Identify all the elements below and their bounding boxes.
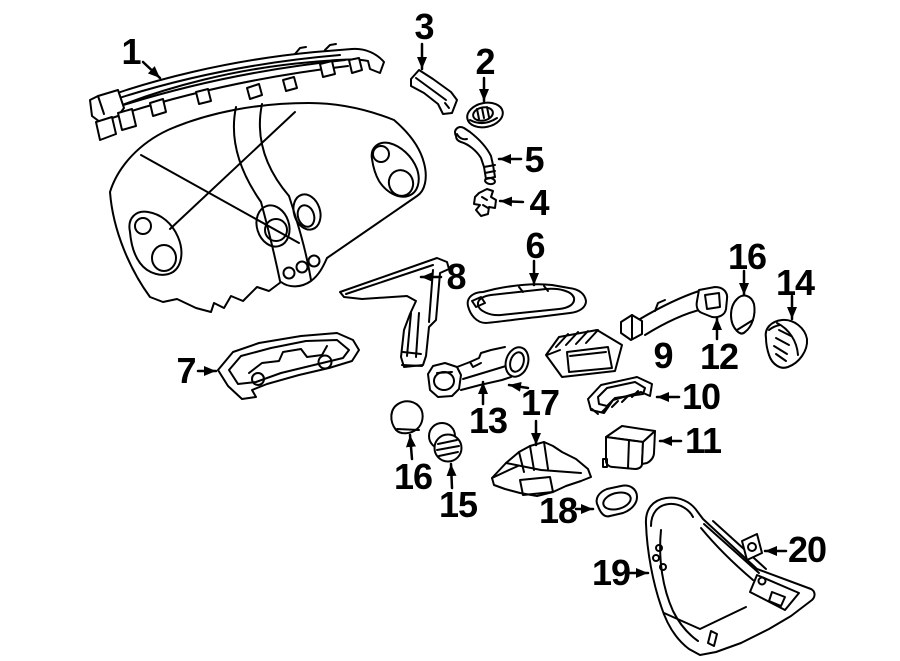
part-19-floor-duct [644, 496, 816, 656]
callout-16-left[interactable]: 16 [393, 456, 433, 497]
part-13-duct-tube [427, 346, 530, 398]
part-5-drain-hose [454, 126, 496, 186]
callout-4[interactable]: 4 [529, 182, 549, 223]
callout-11[interactable]: 11 [684, 420, 722, 461]
part-11-duct-box [602, 425, 656, 470]
callout-arrows [141, 42, 797, 578]
callout-13[interactable]: 13 [468, 400, 508, 441]
part-16-left-cover [390, 400, 424, 435]
callout-6[interactable]: 6 [525, 225, 545, 266]
arrow-to-part-16-left [406, 433, 416, 461]
part-2-grommet [466, 101, 504, 129]
callout-16-right[interactable]: 16 [727, 236, 767, 277]
callout-9[interactable]: 9 [653, 335, 673, 376]
callout-17[interactable]: 17 [520, 382, 560, 423]
callout-3[interactable]: 3 [414, 6, 434, 47]
part-16-right-cover [730, 294, 756, 335]
part-18-pad [595, 484, 638, 518]
arrow-to-part-17-upper [507, 381, 530, 392]
callout-5[interactable]: 5 [524, 139, 544, 180]
part-1-cowl-rail [89, 43, 385, 141]
part-15-round-vent [428, 422, 463, 463]
instrument-panel [109, 102, 427, 313]
part-9-air-duct [620, 286, 729, 341]
arrow-to-part-1 [141, 60, 162, 80]
part-10-vent-tray [587, 376, 653, 415]
part-3-bracket [410, 69, 458, 115]
part-17-distribution-duct [491, 441, 592, 497]
callout-7[interactable]: 7 [176, 350, 196, 391]
callout-20[interactable]: 20 [787, 529, 827, 570]
part-6-defroster-grille [466, 283, 587, 324]
callout-1[interactable]: 1 [121, 31, 141, 72]
callout-10[interactable]: 10 [681, 376, 721, 417]
part-20-bracket-plate [741, 533, 763, 561]
part-8-brace [339, 257, 450, 368]
part-4-clip [473, 188, 497, 217]
callout-2[interactable]: 2 [475, 41, 495, 82]
part-9-vent-grille [545, 329, 623, 378]
arrow-to-part-4 [498, 196, 525, 207]
arrow-to-part-15 [446, 462, 457, 490]
callout-8[interactable]: 8 [446, 256, 466, 297]
part-7-trim-plate [217, 332, 360, 400]
part-14-vent-outlet [764, 318, 809, 369]
callout-15[interactable]: 15 [438, 484, 478, 525]
callout-14[interactable]: 14 [775, 262, 815, 303]
callout-12[interactable]: 12 [699, 336, 739, 377]
callout-18[interactable]: 18 [538, 490, 578, 531]
callout-19[interactable]: 19 [591, 552, 631, 593]
